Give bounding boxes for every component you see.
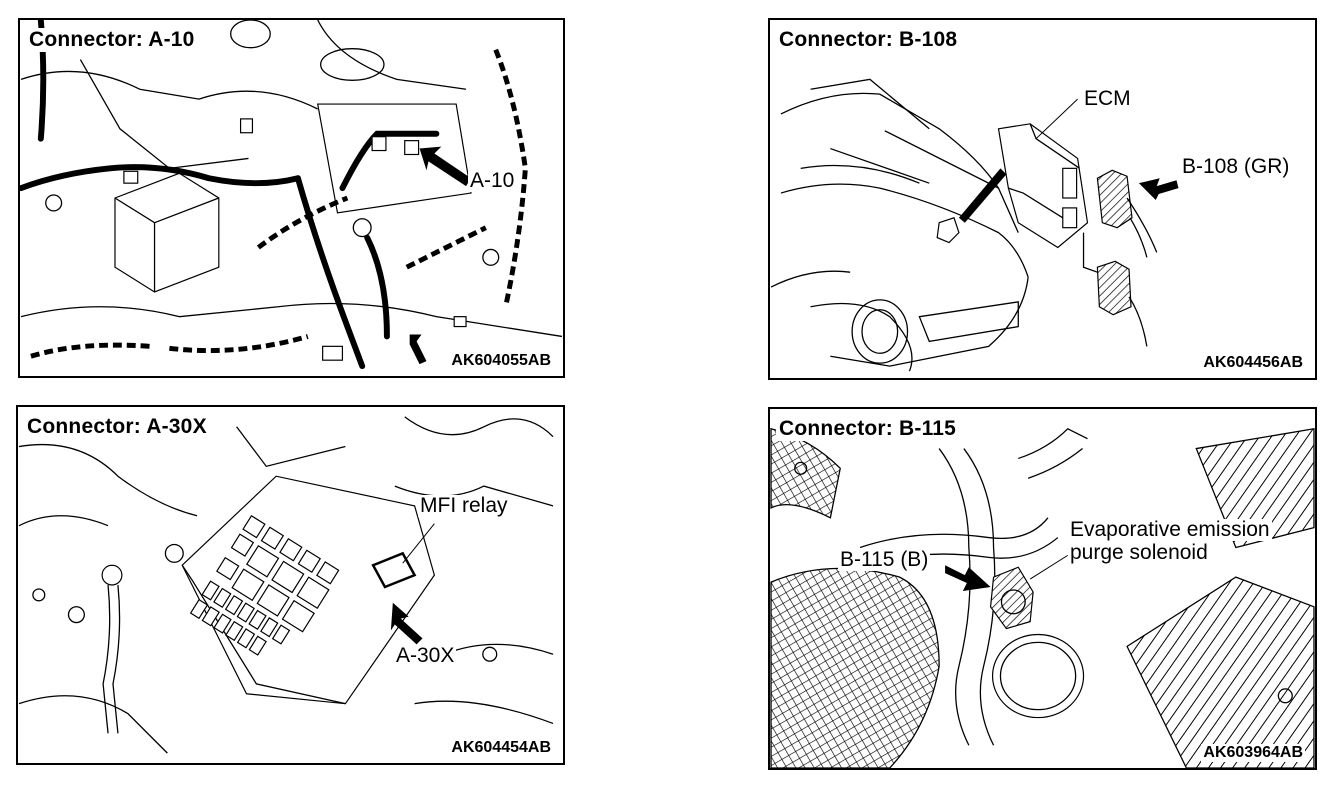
purge-solenoid-illustration	[770, 427, 1315, 768]
panel-title: Connector: A-30X	[24, 415, 210, 439]
connector-label-b115: B-115 (B)	[838, 548, 931, 571]
figure-code: AK604456AB	[1201, 354, 1305, 372]
connector-b108-panel: Connector: B-108 ECM B-108 (GR) AK604456…	[768, 18, 1317, 380]
connector-a30x-panel: Connector: A-30X MFI relay A-30X AK60445…	[16, 405, 565, 765]
engine-bay-illustration-a10	[20, 20, 563, 370]
figure-code: AK604055AB	[449, 352, 553, 370]
panel-title: Connector: B-115	[776, 417, 960, 441]
connector-a10-panel: Connector: A-10 A-10 AK604055AB	[18, 18, 565, 378]
ecm-label: ECM	[1082, 87, 1133, 110]
figure-code: AK604454AB	[449, 739, 553, 757]
panel-title: Connector: A-10	[26, 28, 198, 52]
connector-label-a30x: A-30X	[394, 644, 457, 667]
connector-b115-panel: Connector: B-115 Evaporative emission pu…	[768, 407, 1317, 770]
solenoid-label-line1: Evaporative emission	[1068, 518, 1272, 541]
relay-box-illustration	[18, 416, 554, 754]
figure-code: AK603964AB	[1201, 744, 1305, 762]
car-ecm-illustration	[770, 78, 1179, 372]
connector-label-b108: B-108 (GR)	[1180, 155, 1292, 178]
connector-label-a10: A-10	[468, 169, 517, 192]
solenoid-label-line2: purge solenoid	[1068, 541, 1210, 564]
panel-title: Connector: B-108	[776, 28, 961, 52]
mfi-relay-label: MFI relay	[418, 494, 510, 517]
